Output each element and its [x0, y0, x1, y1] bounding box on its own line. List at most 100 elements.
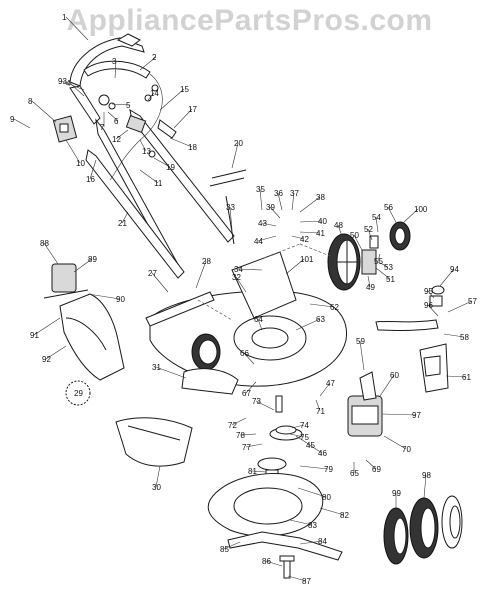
leader-line-16	[89, 159, 97, 180]
leader-line-43	[261, 222, 277, 227]
leader-line-48	[337, 224, 345, 243]
mulch-plug	[181, 368, 239, 395]
leader-line-89	[73, 258, 93, 273]
leader-line-37	[291, 192, 295, 211]
part-label-44: 44	[254, 237, 263, 246]
drive-housing	[347, 371, 383, 437]
leader-line-12	[115, 129, 129, 140]
part-label-80: 80	[322, 493, 331, 502]
leader-line-64	[257, 318, 263, 331]
part-label-48: 48	[334, 221, 343, 230]
part-label-87: 87	[302, 577, 311, 586]
part-label-71: 71	[316, 407, 325, 416]
part-label-35: 35	[256, 185, 265, 194]
leader-line-94	[439, 268, 455, 287]
leader-line-58	[443, 333, 465, 338]
part-label-83: 83	[308, 521, 317, 530]
part-label-62: 62	[330, 303, 339, 312]
part-label-91: 91	[30, 331, 39, 340]
leader-line-78	[239, 433, 257, 436]
leader-line-66	[243, 352, 255, 365]
part-label-94: 94	[450, 265, 459, 274]
part-label-8: 8	[28, 97, 33, 106]
leader-line-55	[377, 253, 381, 262]
part-label-85: 85	[220, 545, 229, 554]
watermark: AppliancePartsPros.com	[66, 4, 433, 37]
leader-line-77	[245, 443, 263, 448]
part-label-5: 5	[126, 101, 131, 110]
part-label-64: 64	[254, 315, 263, 324]
leader-line-71	[315, 399, 321, 412]
leader-line-8	[31, 100, 57, 123]
part-label-17: 17	[188, 105, 197, 114]
leader-line-72	[231, 417, 247, 426]
part-label-31: 31	[152, 363, 161, 372]
leader-line-84	[299, 540, 323, 545]
leader-line-75	[289, 433, 305, 438]
part-label-70: 70	[402, 445, 411, 454]
leader-line-9	[13, 118, 31, 129]
leader-line-74	[291, 424, 305, 429]
part-label-30: 30	[152, 483, 161, 492]
leader-line-60	[379, 374, 395, 397]
blade-bolt	[279, 555, 295, 579]
leader-line-15	[159, 88, 185, 111]
part-label-67: 67	[242, 389, 251, 398]
baffle-plate	[207, 473, 324, 537]
leader-line-35	[259, 188, 263, 211]
leader-line-45	[295, 435, 311, 446]
part-label-13: 13	[142, 147, 151, 156]
part-label-20: 20	[234, 139, 243, 148]
leader-line-87	[287, 575, 307, 582]
part-label-51: 51	[386, 275, 395, 284]
part-label-75: 75	[300, 433, 309, 442]
part-label-6: 6	[114, 117, 119, 126]
leader-line-18	[169, 137, 193, 148]
leader-line-38	[299, 196, 321, 213]
leader-line-101	[285, 258, 305, 275]
part-label-74: 74	[300, 421, 309, 430]
wheel-hub-parts	[361, 221, 411, 275]
part-label-27: 27	[148, 269, 157, 278]
leader-line-90	[87, 293, 121, 300]
spare-wheels	[383, 495, 463, 565]
part-label-73: 73	[252, 397, 261, 406]
leader-line-34	[237, 268, 263, 271]
leader-line-6	[107, 111, 119, 122]
part-label-84: 84	[318, 537, 327, 546]
part-label-101: 101	[300, 255, 314, 264]
leader-line-100	[401, 208, 419, 225]
leader-line-54	[375, 216, 379, 233]
part-label-65: 65	[350, 469, 359, 478]
leader-line-83	[289, 519, 313, 526]
part-label-34: 34	[234, 265, 243, 274]
leader-line-56	[387, 206, 399, 227]
part-label-99: 99	[392, 489, 401, 498]
leader-line-92	[45, 345, 67, 360]
part-label-49: 49	[366, 283, 375, 292]
part-label-81: 81	[248, 467, 257, 476]
part-label-50: 50	[350, 231, 359, 240]
part-label-61: 61	[462, 373, 471, 382]
leader-line-21	[121, 211, 129, 224]
leader-line-95	[427, 290, 435, 299]
handle-brackets	[52, 84, 177, 158]
grass-bag-frame	[43, 263, 89, 299]
leader-line-3	[114, 60, 117, 79]
leader-line-1	[65, 16, 89, 41]
part-label-58: 58	[460, 333, 469, 342]
leader-line-28	[195, 260, 207, 289]
part-label-32: 32	[232, 273, 241, 282]
leader-line-85	[223, 541, 241, 550]
lower-handle	[85, 108, 235, 279]
leader-line-91	[33, 317, 61, 336]
part-label-60: 60	[390, 371, 399, 380]
part-label-66: 66	[240, 349, 249, 358]
leader-line-98	[423, 474, 427, 499]
leader-line-62	[309, 303, 335, 308]
part-label-78: 78	[236, 431, 245, 440]
part-label-14: 14	[150, 89, 159, 98]
leader-line-69	[365, 459, 377, 470]
part-label-79: 79	[324, 465, 333, 474]
